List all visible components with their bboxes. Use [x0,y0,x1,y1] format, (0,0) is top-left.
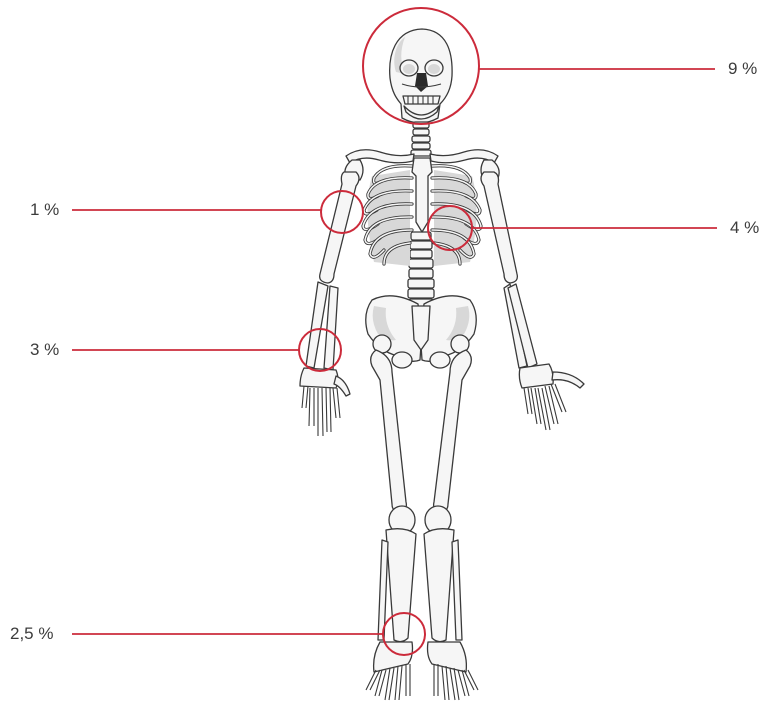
forearm-percent-label: 3 % [30,340,59,360]
callout-upper-arm [72,191,363,233]
ribs-percent-label: 4 % [730,218,759,238]
feet [366,642,478,700]
legs [371,350,472,642]
upper-arm-percent-label: 1 % [30,200,59,220]
hands [300,364,584,436]
lower-leg-percent-label: 2,5 % [10,624,53,644]
head-percent-label: 9 % [728,59,757,79]
callout-forearm [72,329,341,371]
skull [390,29,452,123]
callout-lower-leg [72,613,425,655]
